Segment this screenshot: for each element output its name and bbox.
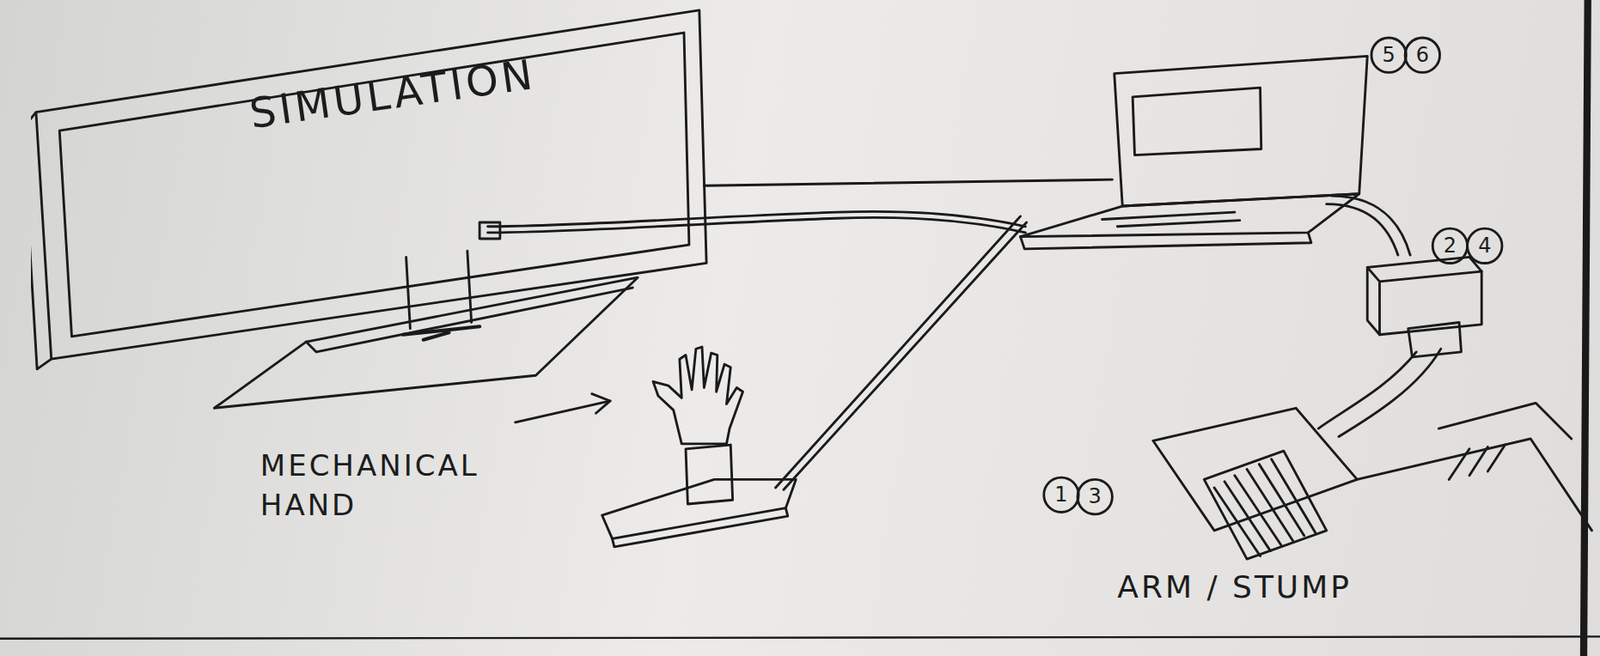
callout-number: 2 [1436, 235, 1463, 257]
callout-number: 5 [1375, 44, 1402, 66]
screen-title: SIMULATION [246, 49, 539, 138]
callout-number: 4 [1471, 235, 1498, 257]
callout-number: 1 [1048, 484, 1075, 506]
part-label: MECHANICAL HAND [260, 446, 567, 526]
part-label: ARM / STUMP [1117, 567, 1485, 610]
callout-number: 3 [1081, 486, 1108, 507]
monitor-screen: SIMULATION [30, 5, 715, 373]
monitor-outline [30, 5, 715, 373]
callout-number: 6 [1409, 44, 1436, 66]
